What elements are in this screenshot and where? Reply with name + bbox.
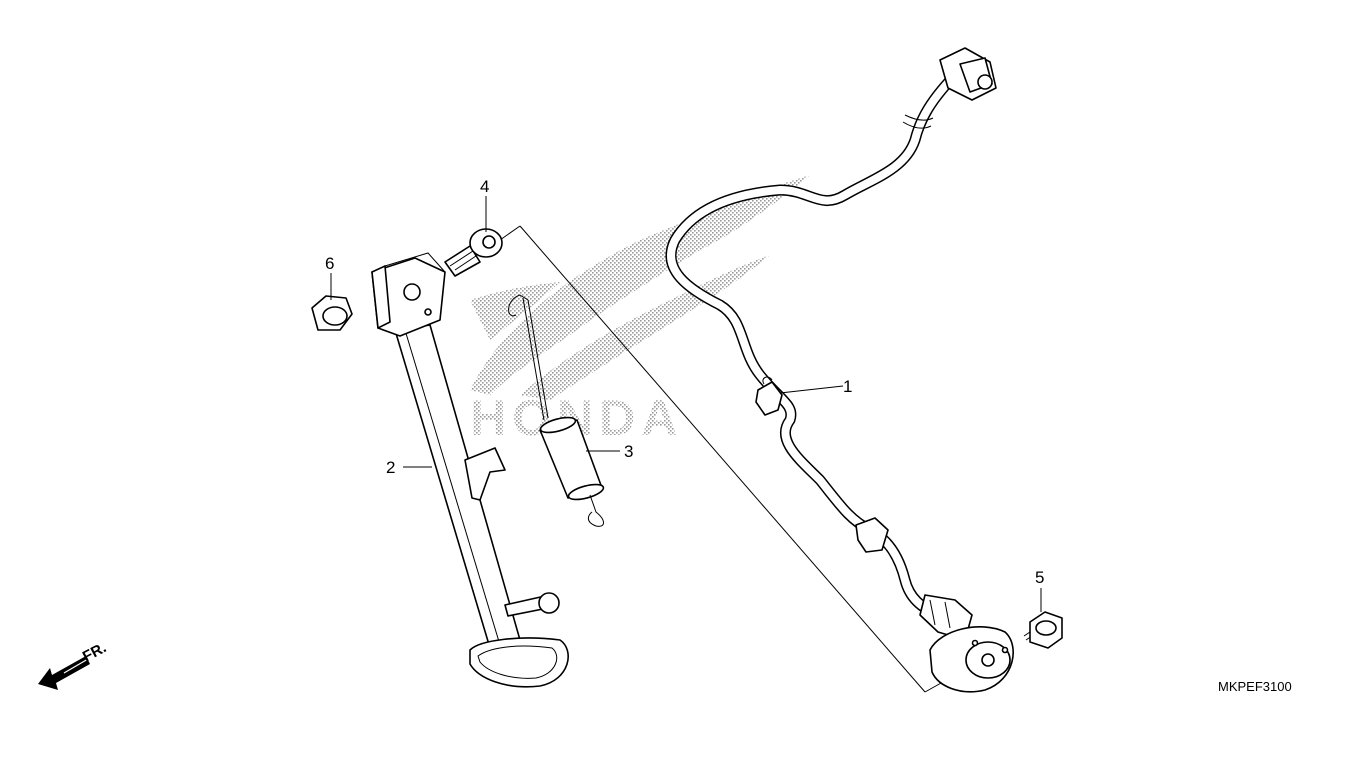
diagram-code: MKPEF3100 xyxy=(1218,679,1292,694)
callout-2: 2 xyxy=(386,458,395,477)
callout-6: 6 xyxy=(325,254,334,273)
honda-wing-logo-icon xyxy=(470,175,810,400)
side-stand-pivot-bolt[interactable] xyxy=(444,228,503,277)
callout-1: 1 xyxy=(843,377,852,396)
side-stand-switch-harness[interactable] xyxy=(665,47,1014,693)
lock-nut[interactable] xyxy=(311,295,353,331)
callout-3: 3 xyxy=(624,442,633,461)
front-direction-indicator: FR. xyxy=(38,639,109,690)
callout-4: 4 xyxy=(480,177,489,196)
side-stand[interactable] xyxy=(371,252,569,688)
side-stand-spring[interactable] xyxy=(508,294,605,527)
switch-flange-bolt[interactable] xyxy=(1023,611,1063,649)
leader-1 xyxy=(779,385,844,394)
leader-lines xyxy=(330,196,1042,612)
callout-5: 5 xyxy=(1035,568,1044,587)
